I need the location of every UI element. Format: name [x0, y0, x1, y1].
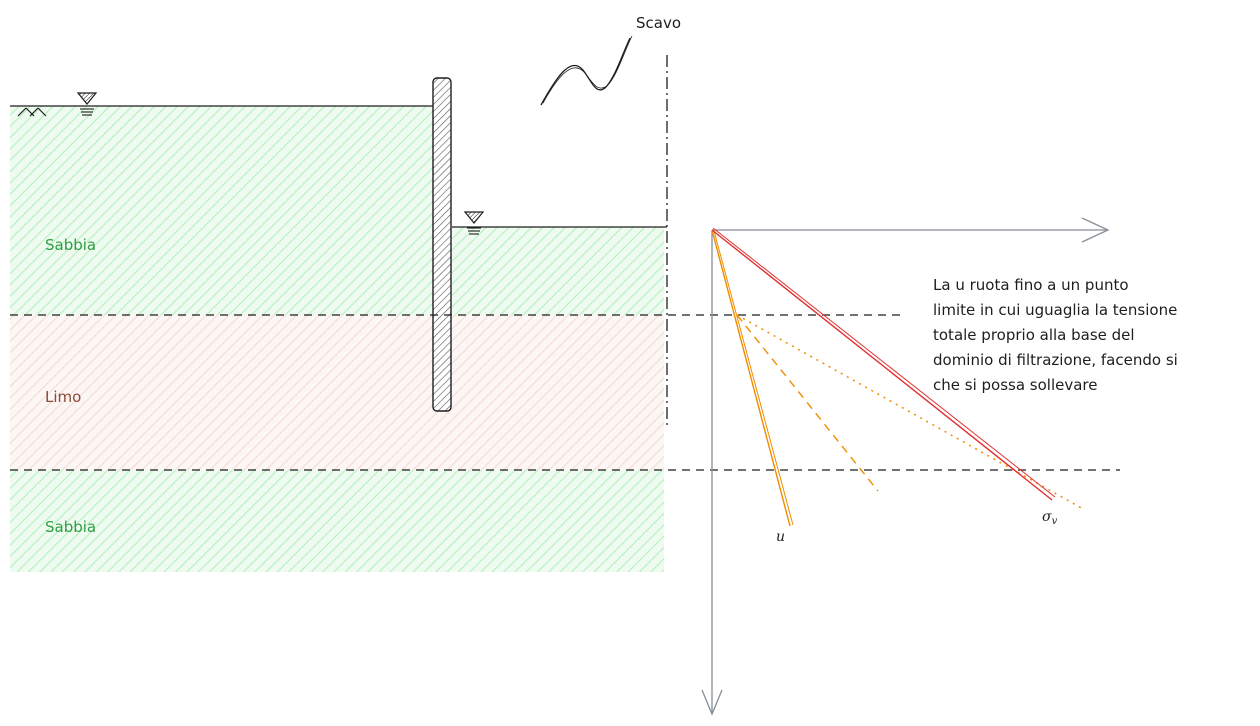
layer-label-sand-top: Sabbia: [45, 236, 96, 254]
sigma-label-main: σ: [1042, 509, 1052, 525]
annotation-line-3: totale proprio alla base del: [933, 326, 1135, 344]
retaining-wall: [432, 77, 452, 412]
u-label: u: [776, 529, 785, 545]
layer-label-silt: Limo: [45, 388, 81, 406]
horizontal-axis-arrowhead: [1081, 217, 1110, 243]
annotation: La u ruota fino a un punto limite in cui…: [933, 276, 1178, 394]
water-table-icon: [463, 211, 485, 235]
u-line: [711, 229, 791, 527]
u-line-dashed: [736, 314, 879, 492]
scavo-squiggle-shadow: [542, 35, 633, 104]
u-line-shadow: [713, 230, 794, 526]
layer-label-sand-bottom: Sabbia: [45, 518, 96, 536]
sand-layer-top-right: [452, 227, 664, 315]
sigma-line: [711, 229, 1053, 501]
annotation-line-1: La u ruota fino a un punto: [933, 276, 1129, 294]
sand-layer-top-left: [10, 106, 434, 315]
annotation-line-2: limite in cui uguaglia la tensione: [933, 301, 1177, 319]
stress-axes: [701, 217, 1110, 716]
annotation-line-4: dominio di filtrazione, facendo si: [933, 351, 1178, 369]
water-table-icon: [76, 92, 98, 116]
scavo-squiggle-icon: [540, 37, 631, 106]
annotation-line-5: che si possa sollevare: [933, 376, 1097, 394]
sigma-label: σv: [1042, 509, 1058, 527]
sigma-line-shadow: [712, 227, 1056, 498]
soil-profile: [10, 106, 664, 572]
total-stress-lines: [711, 227, 1056, 501]
u-line-dotted: [736, 314, 1086, 511]
scavo-label: Scavo: [636, 14, 681, 32]
sigma-label-sub: v: [1052, 516, 1058, 527]
silt-layer: [10, 315, 664, 470]
vertical-axis-arrowhead: [701, 689, 723, 716]
pore-pressure-lines: [711, 229, 1086, 527]
ground-hatch-icon: [17, 107, 47, 117]
sand-layer-bottom: [10, 470, 664, 572]
